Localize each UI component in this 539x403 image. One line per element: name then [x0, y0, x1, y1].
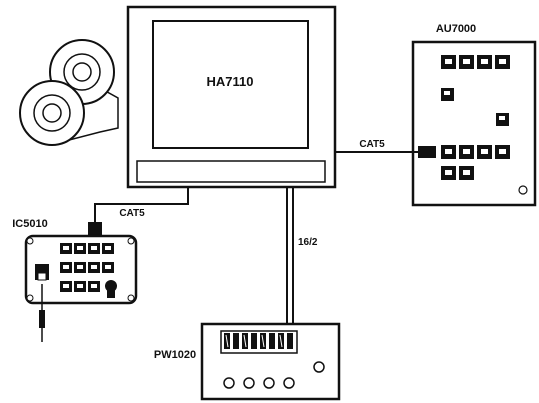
- cat5-plug: [88, 222, 102, 236]
- expansion-jack-single-1: [441, 88, 454, 101]
- main-unit: HA7110: [126, 5, 337, 189]
- cable-label-cat5-expansion: CAT5: [359, 139, 385, 150]
- expansion-jack-row-top: [441, 55, 510, 69]
- indicator-led: [263, 377, 275, 389]
- intercom-screw: [127, 237, 135, 245]
- intercom-screw: [127, 294, 135, 302]
- intercom-side-connector: [35, 264, 49, 342]
- speaker-front: [19, 80, 85, 146]
- terminal-block: [220, 330, 298, 354]
- expansion-jack-row-middle: [441, 145, 510, 159]
- power-jack-icon: [105, 280, 117, 298]
- intercom-jack-row-3: [60, 281, 100, 292]
- intercom-jack-row-2: [60, 262, 114, 273]
- main-unit-panel: [136, 160, 326, 183]
- intercom-screw: [26, 294, 34, 302]
- intercom-screw: [26, 237, 34, 245]
- cable-main-to-power: 16/2: [286, 187, 318, 328]
- cat5-connector: [418, 146, 436, 158]
- expansion-indicator: [518, 185, 528, 195]
- main-unit-label: HA7110: [207, 74, 254, 89]
- intercom-label: IC5010: [12, 218, 47, 230]
- expansion-jack-row-bottom: [441, 166, 474, 180]
- expansion-unit: AU7000: [411, 23, 537, 207]
- indicator-led: [223, 377, 235, 389]
- indicator-led: [283, 377, 295, 389]
- expansion-unit-label: AU7000: [436, 23, 476, 35]
- cable-main-to-expansion: CAT5: [335, 139, 436, 158]
- indicator-led: [243, 377, 255, 389]
- intercom-jack-row-1: [60, 243, 114, 254]
- power-supply-unit: PW1020: [154, 322, 341, 401]
- speaker-pair: [19, 39, 119, 146]
- cable-main-to-intercom: CAT5: [88, 187, 189, 236]
- intercom-unit: IC5010: [12, 218, 138, 342]
- power-indicator: [313, 361, 325, 373]
- power-supply-label: PW1020: [154, 349, 196, 361]
- main-unit-screen: [152, 20, 309, 149]
- cable-label-cat5-intercom: CAT5: [119, 208, 145, 219]
- cable-label-16-2: 16/2: [298, 237, 318, 248]
- expansion-jack-single-2: [496, 113, 509, 126]
